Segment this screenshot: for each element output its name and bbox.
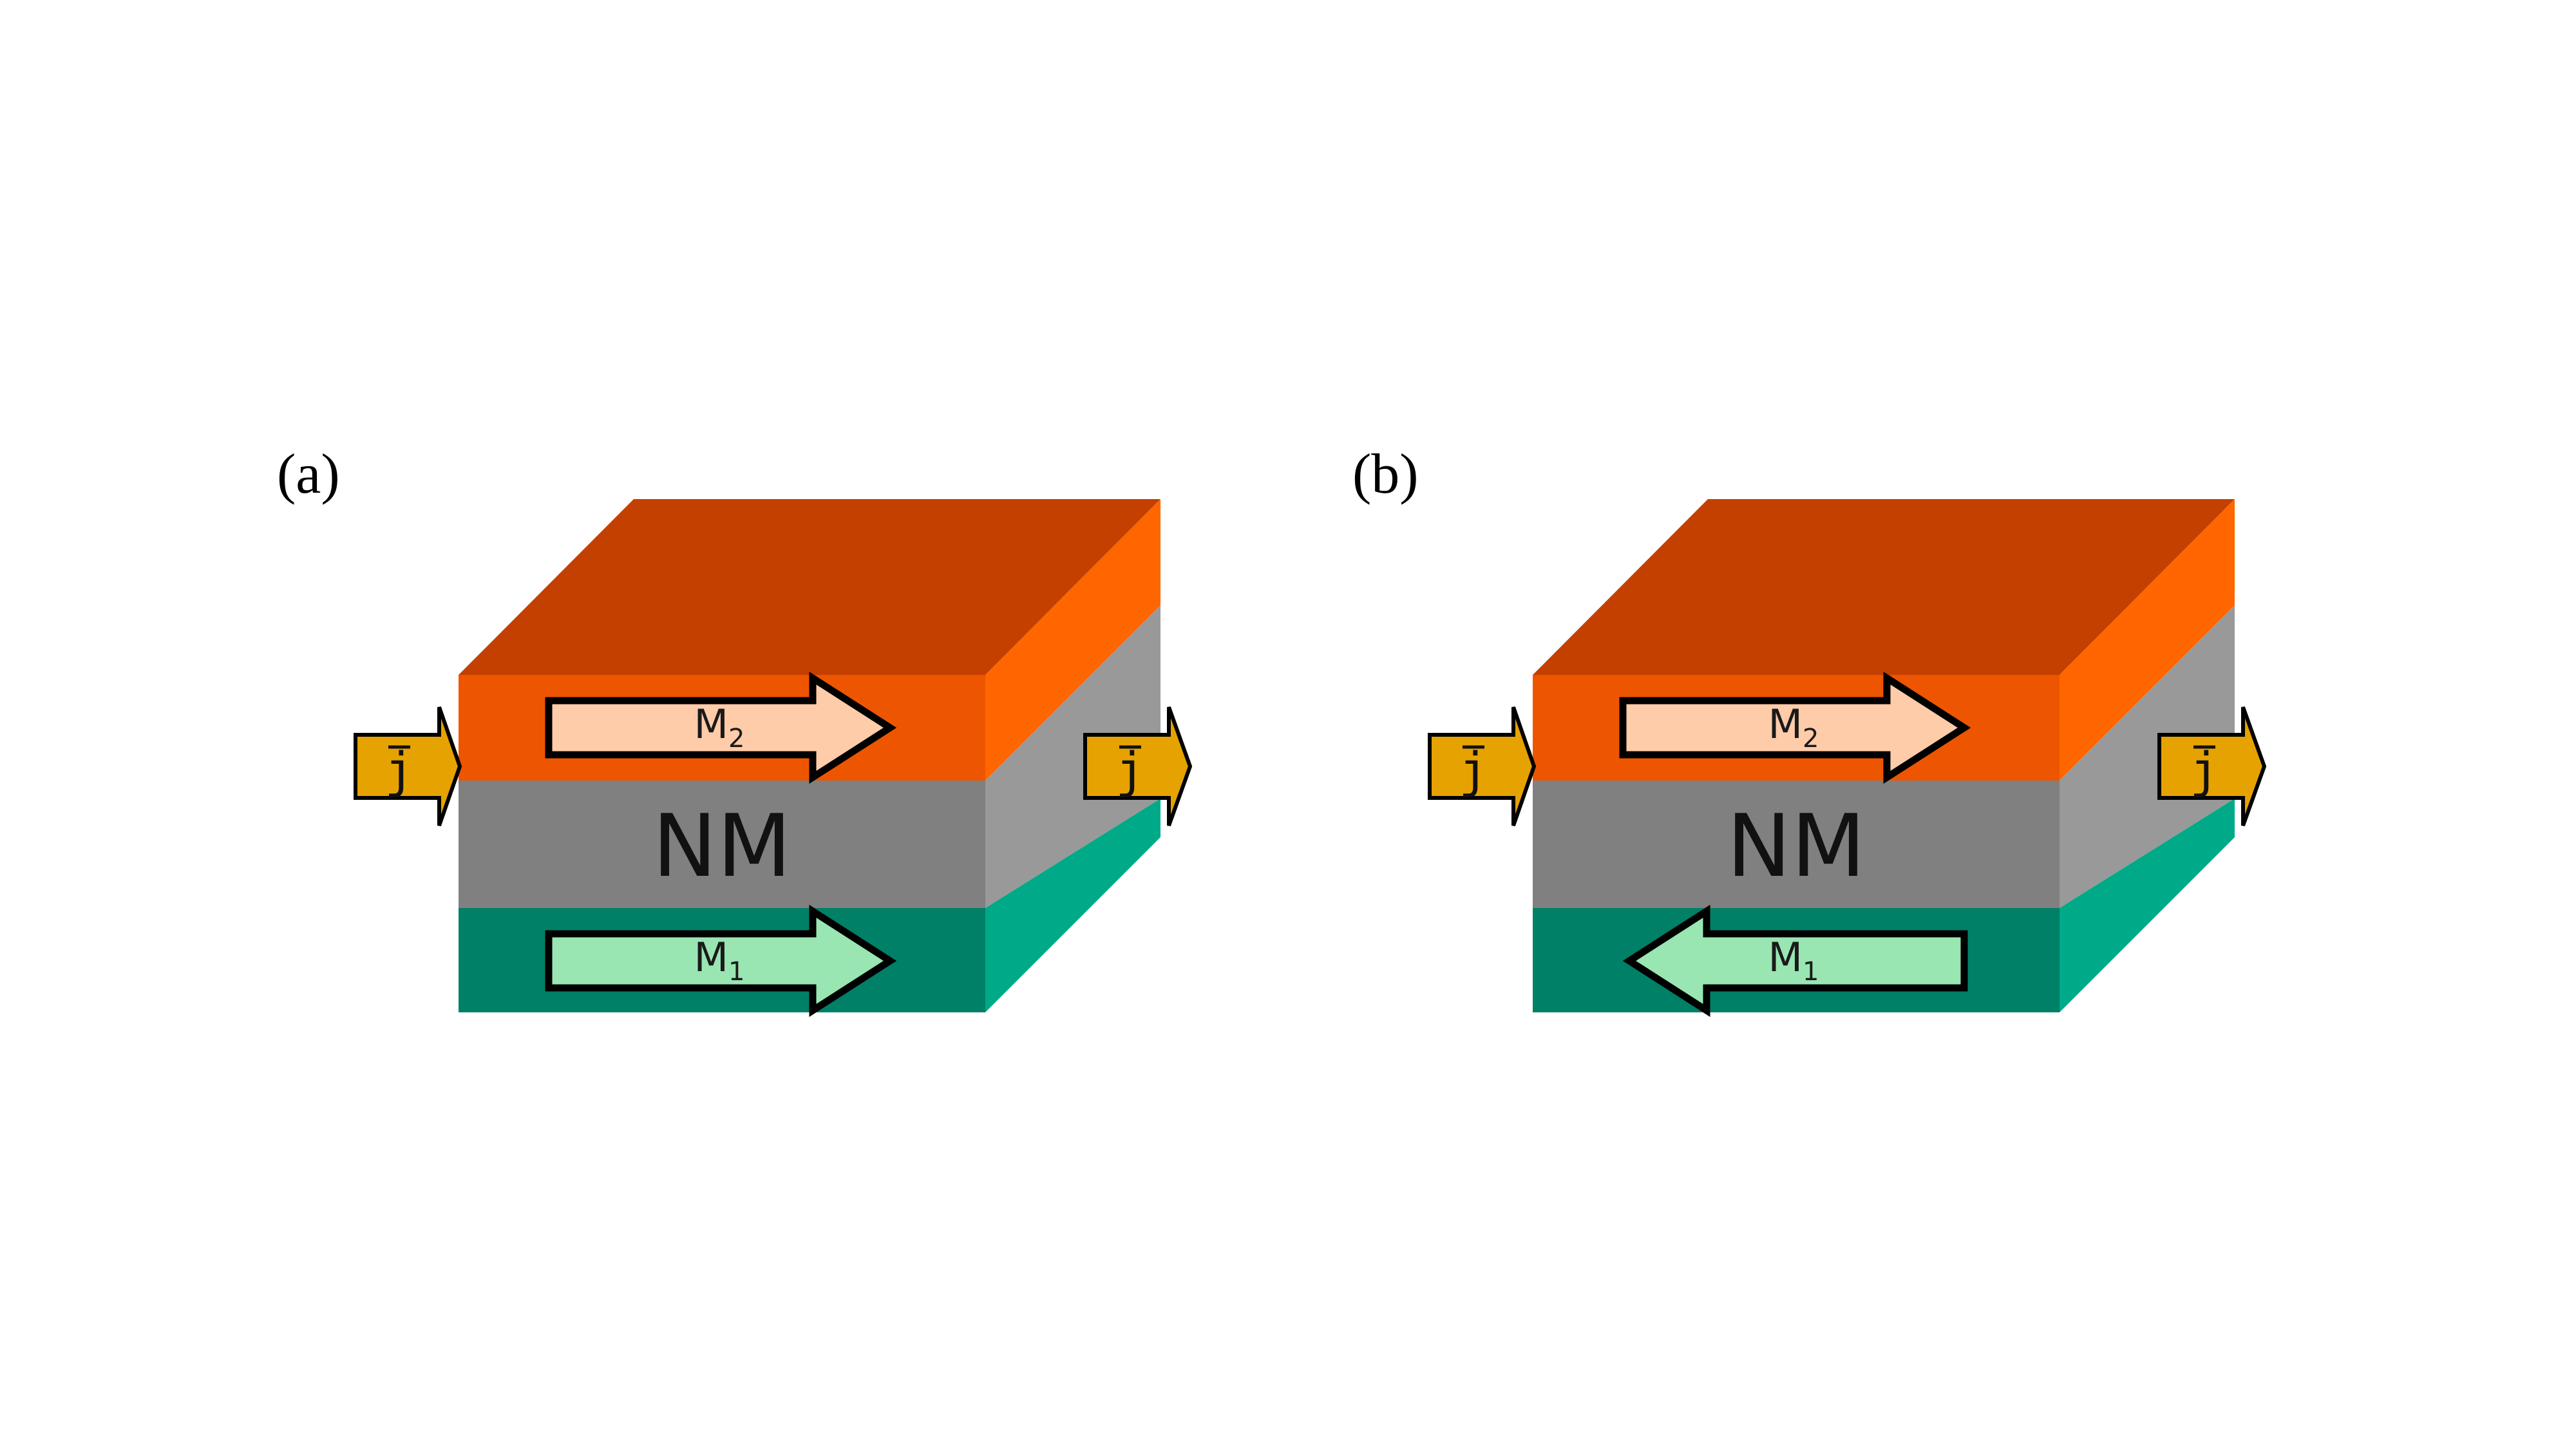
panel-a-ferromagnet-2-side bbox=[985, 499, 1160, 781]
panel-b-m2-arrow bbox=[1619, 671, 1971, 784]
panel-b-ferromagnet-2-side bbox=[2060, 499, 2235, 781]
panel-b-top-surface bbox=[1533, 499, 2235, 675]
panel-a-top-surface bbox=[459, 499, 1160, 675]
panel-b-m1-label: M1 bbox=[1768, 934, 1819, 987]
panel-b-label: (b) bbox=[1352, 443, 1419, 506]
panel-a-nm-label: NM bbox=[652, 796, 791, 896]
panel-b-m2-label: M2 bbox=[1768, 701, 1819, 753]
panel-b-current-in-label: j bbox=[1459, 741, 1488, 799]
panel-a-current-out-arrow bbox=[1083, 706, 1193, 827]
panel-b-current-in-arrow bbox=[1428, 706, 1537, 826]
panel-a-m1-label: M1 bbox=[694, 934, 745, 987]
panel-b-ferromagnet-1-side bbox=[2060, 799, 2235, 1012]
panel-a-label: (a) bbox=[277, 443, 340, 506]
panel-b: (b) NM M2 M1 j j bbox=[1352, 443, 2267, 1018]
panel-b-current-out-label: j bbox=[2190, 741, 2219, 799]
panel-a: (a) NM M2 M1 j j bbox=[277, 443, 1193, 1018]
panel-b-m1-arrow bbox=[1622, 904, 1968, 1018]
panel-a-ferromagnet-1-side bbox=[985, 799, 1160, 1012]
panel-a-spacer-side bbox=[985, 605, 1160, 908]
panel-a-current-in-arrow bbox=[354, 706, 462, 826]
panel-a-spacer-front bbox=[459, 781, 985, 908]
panel-a-m1-arrow bbox=[545, 904, 897, 1018]
panel-a-m2-label: M2 bbox=[694, 701, 745, 753]
panel-b-current-out-arrow bbox=[2157, 706, 2267, 827]
panel-b-spacer-side bbox=[2060, 605, 2235, 908]
panel-a-m2-arrow bbox=[545, 671, 897, 784]
panel-b-nm-label: NM bbox=[1727, 796, 1866, 896]
panel-a-current-out-label: j bbox=[1115, 741, 1145, 799]
panel-b-spacer-front bbox=[1533, 781, 2060, 908]
panel-a-current-in-label: j bbox=[384, 741, 414, 799]
